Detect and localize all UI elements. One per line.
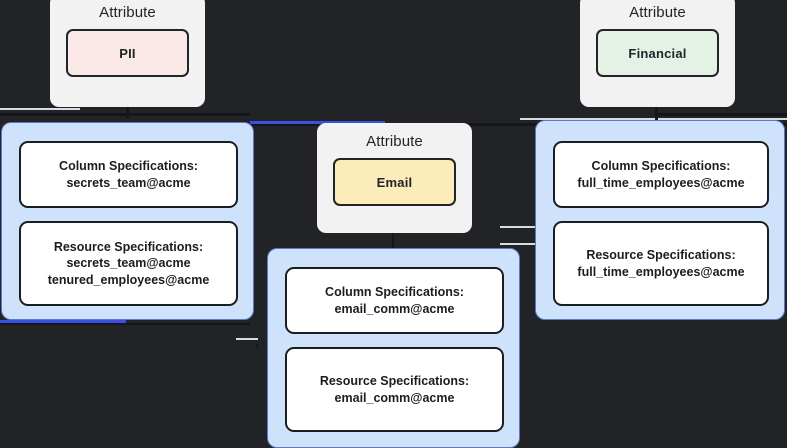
spec-card-title: Resource Specifications: <box>586 248 736 262</box>
spec-card-title: Column Specifications: <box>591 159 731 173</box>
edge-trunk-light-right <box>520 118 787 120</box>
attribute-chip-email[interactable]: Email <box>333 158 456 206</box>
edge-email-vertical <box>392 230 394 248</box>
arrow-right-icon: › <box>255 338 260 353</box>
spec-card-title: Resource Specifications: <box>53 239 204 254</box>
attribute-group-email[interactable]: Attribute Email <box>317 123 472 233</box>
edge-fulltime-left-tail <box>500 226 535 228</box>
edge-fulltime-left-tail-2 <box>500 243 535 245</box>
spec-card-resource-specifications[interactable]: Resource Specifications: email_comm@acme <box>285 347 504 432</box>
spec-card-value: secrets_team@acme <box>66 175 191 190</box>
edge-pii-vertical-stub <box>126 104 129 118</box>
edge-secrets-bottom-highlight <box>0 320 126 323</box>
spec-card-value: email_comm@acme <box>334 301 455 316</box>
spec-card-column-specifications[interactable]: Column Specifications: full_time_employe… <box>553 141 769 208</box>
spec-card-value: email_comm@acme <box>334 390 455 405</box>
attribute-chip-financial[interactable]: Financial <box>596 29 719 77</box>
spec-card-value-2: tenured_employees@acme <box>47 272 210 287</box>
spec-panel-secrets-team[interactable]: Column Specifications: secrets_team@acme… <box>1 122 254 320</box>
spec-card-value: full_time_employees@acme <box>577 264 745 279</box>
spec-card-resource-specifications[interactable]: Resource Specifications: full_time_emplo… <box>553 221 769 306</box>
spec-card-title: Column Specifications: <box>59 159 198 173</box>
spec-card-title: Column Specifications: <box>325 285 464 299</box>
spec-card-column-specifications[interactable]: Column Specifications: secrets_team@acme <box>19 141 238 208</box>
edge-email-panel-left-tail <box>236 338 258 340</box>
edge-financial-horizontal <box>655 113 787 116</box>
spec-card-title: Resource Specifications: <box>319 374 470 388</box>
spec-card-value: secrets_team@acme <box>66 256 191 271</box>
attribute-group-title: Attribute <box>99 4 156 21</box>
spec-panel-email-comm[interactable]: Column Specifications: email_comm@acme R… <box>267 248 520 448</box>
spec-panel-full-time-employees[interactable]: Column Specifications: full_time_employe… <box>535 120 785 320</box>
spec-card-column-specifications[interactable]: Column Specifications: email_comm@acme <box>285 267 504 334</box>
edge-pii-left-tail <box>0 108 80 110</box>
attribute-group-title: Attribute <box>366 133 423 150</box>
attribute-group-financial[interactable]: Attribute Financial <box>580 0 735 107</box>
attribute-group-title: Attribute <box>629 4 686 21</box>
spec-card-value: full_time_employees@acme <box>577 175 745 190</box>
edge-trunk-horizontal <box>250 123 787 126</box>
edge-secrets-bottom <box>0 323 250 325</box>
edge-trunk-highlight <box>250 121 385 124</box>
attribute-group-pii[interactable]: Attribute PII <box>50 0 205 107</box>
spec-card-resource-specifications[interactable]: Resource Specifications: secrets_team@ac… <box>19 221 238 306</box>
edge-pii-horizontal-top <box>0 113 250 116</box>
attribute-chip-pii[interactable]: PII <box>66 29 189 77</box>
